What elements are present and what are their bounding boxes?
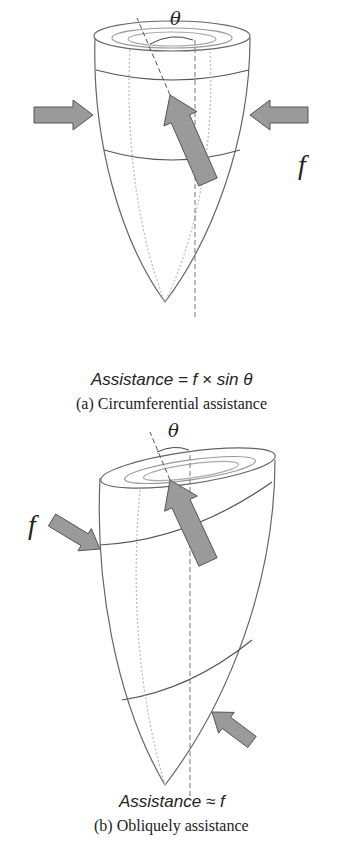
force-arrow	[48, 514, 100, 551]
heart-top	[94, 21, 250, 302]
force-symbol: f	[298, 148, 306, 182]
force-symbol: f	[28, 508, 36, 542]
caption: (a) Circumferential assistance	[76, 394, 267, 413]
formula: Assistance ≈ f	[119, 792, 225, 812]
angle-symbol: θ	[170, 8, 181, 30]
caption: (b) Obliquely assistance	[94, 816, 249, 835]
force-arrow	[212, 712, 256, 748]
formula: Assistance = f × sin θ	[91, 370, 252, 390]
angle-symbol: θ	[168, 420, 179, 442]
force-arrow	[164, 95, 217, 186]
force-arrow	[165, 480, 218, 566]
force-arrow	[250, 100, 308, 130]
force-arrow	[34, 100, 93, 130]
heart-bottom	[99, 440, 278, 785]
